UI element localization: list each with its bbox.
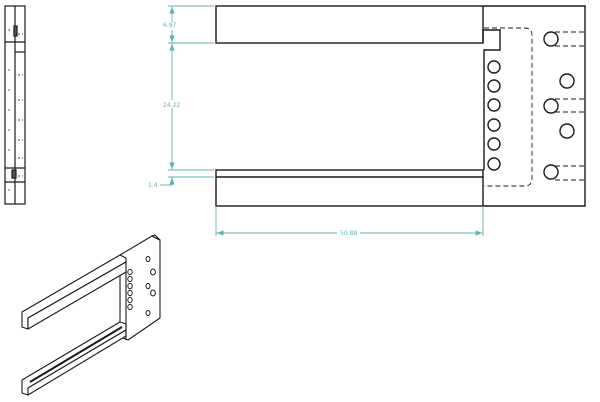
dim-top-height: 6.97	[163, 22, 177, 29]
isometric-view	[21, 234, 161, 396]
hidden-lines	[484, 27, 585, 187]
side-view	[4, 5, 26, 205]
dim-bottom-offset: 1.4	[148, 182, 158, 189]
front-view	[215, 5, 586, 207]
right-holes	[543, 31, 575, 180]
dim-gap-height: 24.22	[163, 102, 180, 109]
hole-column	[487, 60, 501, 171]
dim-length: 50.88	[340, 230, 357, 237]
dimension-lines	[160, 5, 484, 236]
